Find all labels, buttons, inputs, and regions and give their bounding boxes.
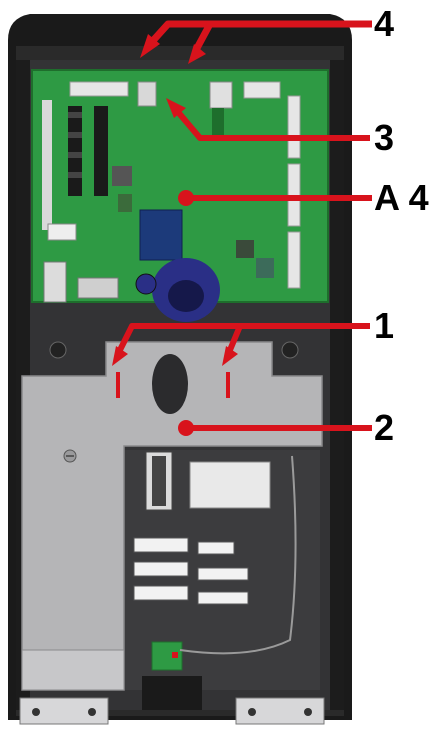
mounting-feet [19,341,325,725]
callout-1-label: 1 [374,305,394,346]
callout-2: 2 [178,407,394,448]
callout-a4: A 4 [178,177,429,218]
callout-4: 4 [140,3,394,64]
callout-3: 3 [166,98,394,158]
callout-2-label: 2 [374,407,394,448]
callout-a4-label: A 4 [374,177,429,218]
lower-bay [133,451,297,710]
callout-3-label: 3 [374,117,394,158]
callout-4-label: 4 [374,3,394,44]
callouts: 4 3 A 4 1 2 [112,3,429,448]
callout-1: 1 [112,305,394,398]
